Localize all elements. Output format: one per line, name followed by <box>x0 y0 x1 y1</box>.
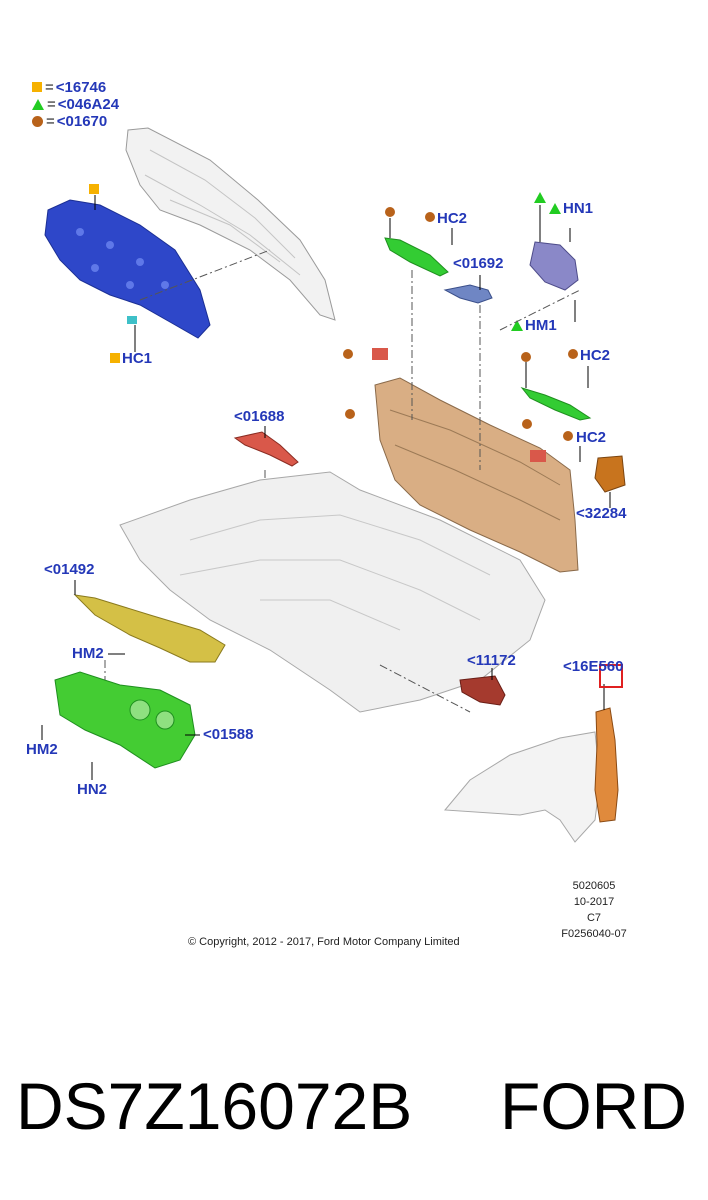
legend-code: <16746 <box>55 78 107 96</box>
pad-part <box>372 348 388 360</box>
meta-line: F0256040-07 <box>561 928 627 940</box>
circle-marker <box>521 352 531 362</box>
label-part-01588[interactable]: <01588 <box>203 726 254 743</box>
legend-equals: = <box>47 95 56 113</box>
label-hc2-mid[interactable]: HC2 <box>576 429 607 446</box>
triangle-marker-icon <box>32 98 44 110</box>
legend-row-triangle: = <046A24 <box>32 95 120 113</box>
label-hn2[interactable]: HN2 <box>77 781 108 798</box>
hood-insulator-part <box>44 199 211 339</box>
hood-panel <box>125 127 336 321</box>
green-bracket-top <box>384 237 449 277</box>
square-marker-icon <box>32 82 42 92</box>
label-part-11172[interactable]: <11172 <box>467 652 516 669</box>
insulator-11172-part <box>459 675 506 706</box>
legend-row-square: = <16746 <box>32 78 107 96</box>
circle-marker <box>522 419 532 429</box>
circle-marker <box>425 212 435 222</box>
label-hn1[interactable]: HN1 <box>563 200 594 217</box>
label-hc2-right[interactable]: HC2 <box>580 347 611 364</box>
legend-code: <046A24 <box>57 95 120 113</box>
part-number-caption: DS7Z16072B <box>16 1069 413 1143</box>
legend-code: <01670 <box>56 112 108 130</box>
circle-marker-icon <box>32 115 43 127</box>
label-part-16e560[interactable]: <16E560 <box>563 658 624 675</box>
brand-caption: FORD <box>500 1069 687 1143</box>
block-32284-part <box>594 455 626 493</box>
legend-row-circle: = <01670 <box>32 112 108 130</box>
label-part-01688[interactable]: <01688 <box>234 408 285 425</box>
triangle-marker <box>534 192 546 203</box>
label-hm1[interactable]: HM1 <box>525 317 557 334</box>
bracket-hn1-part <box>529 241 579 291</box>
square-marker <box>89 184 99 194</box>
seal-16e560-part <box>594 707 619 823</box>
circle-marker <box>385 207 395 217</box>
pad-part <box>530 450 546 462</box>
bracket-01692-part <box>443 284 493 304</box>
circle-marker <box>343 349 353 359</box>
exploded-parts-diagram <box>41 127 626 843</box>
label-hm2-mid[interactable]: HM2 <box>72 645 104 662</box>
label-hc1[interactable]: HC1 <box>122 350 153 367</box>
triangle-marker <box>511 320 523 331</box>
legend-equals: = <box>45 78 54 96</box>
label-part-32284[interactable]: <32284 <box>576 505 627 522</box>
circle-marker <box>568 349 578 359</box>
meta-line: 10-2017 <box>573 896 615 908</box>
copyright-notice: © Copyright, 2012 - 2017, Ford Motor Com… <box>188 936 460 948</box>
label-hc2-top[interactable]: HC2 <box>437 210 468 227</box>
caption-bar: DS7Z16072B FORD <box>0 1060 708 1160</box>
label-part-01692[interactable]: <01692 <box>453 255 504 272</box>
meta-line: C7 <box>586 912 602 924</box>
label-part-01492[interactable]: <01492 <box>44 561 95 578</box>
circle-marker <box>345 409 355 419</box>
floor-pan <box>119 471 546 713</box>
insulator-01492-part <box>73 594 226 663</box>
circle-marker <box>563 431 573 441</box>
meta-line: 5020605 <box>572 880 616 892</box>
legend-equals: = <box>46 112 55 130</box>
square-marker <box>110 353 120 363</box>
highlight-box <box>599 664 623 688</box>
clip-part-hc1 <box>127 316 137 324</box>
drawing-meta: 5020605 10-2017 C7 F0256040-07 <box>558 878 630 942</box>
insulator-01688-part <box>233 431 299 467</box>
label-hm2-left[interactable]: HM2 <box>26 741 58 758</box>
triangle-marker <box>549 203 561 214</box>
dash-panel-part <box>374 377 579 573</box>
fender-panel <box>443 731 601 843</box>
insulator-01588-part <box>54 671 196 769</box>
green-bracket-right <box>520 387 592 421</box>
